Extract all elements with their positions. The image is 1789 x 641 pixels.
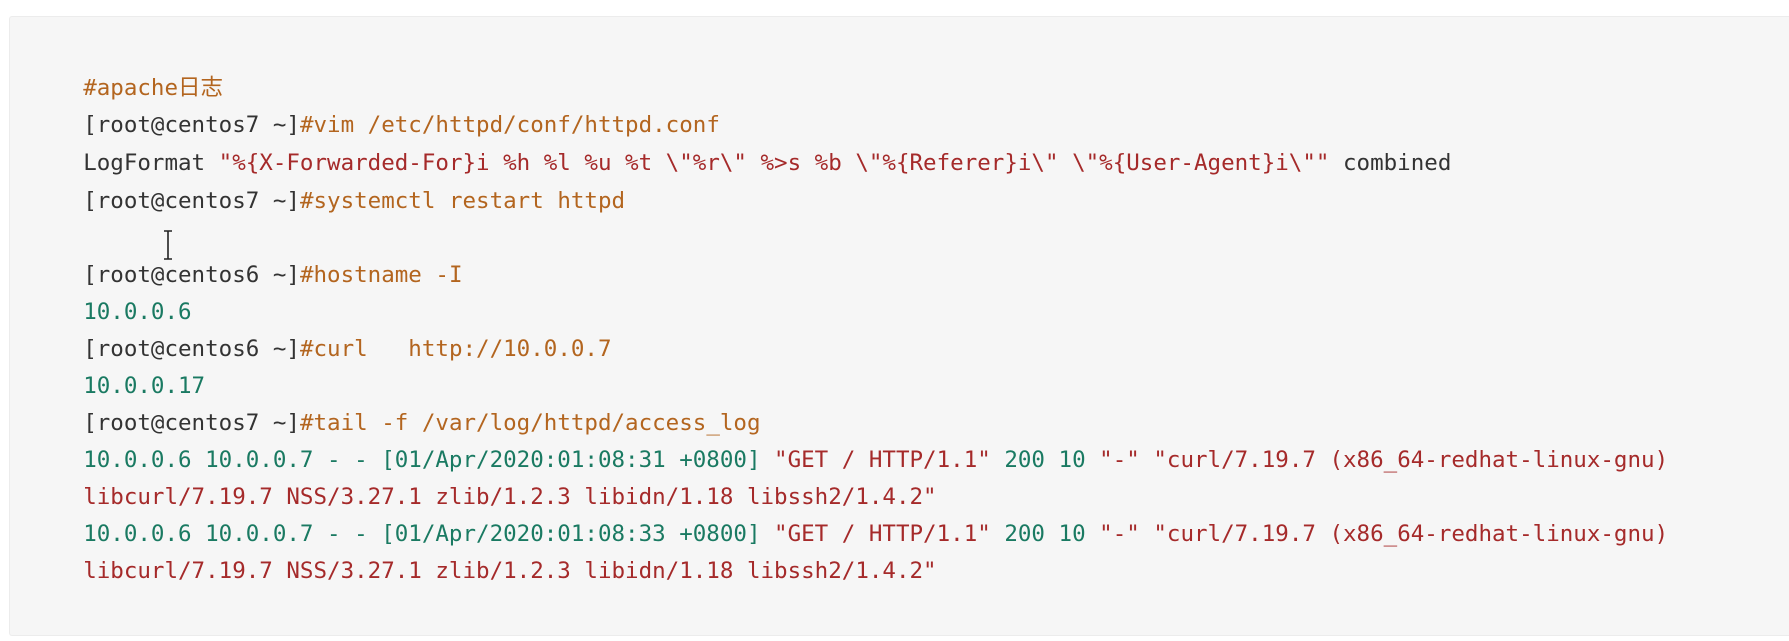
shell-prompt: [root@centos6 ~] [83,336,300,362]
comment-text: #apache日志 [83,75,224,101]
code-line-hostname: [root@centos6 ~]#hostname -I [29,212,462,288]
shell-prompt: [root@centos7 ~] [83,188,300,214]
code-block: #apache日志 [root@centos7 ~]#vim /etc/http… [9,16,1789,636]
log-entry-1-line-2: libcurl/7.19.7 NSS/3.27.1 zlib/1.2.3 lib… [29,434,936,510]
log-client-ips: 10.0.0.6 10.0.0.7 - - [01/Apr/2020:01:08… [83,521,775,547]
shell-command: #curl http://10.0.0.7 [299,336,612,362]
shell-prompt: [root@centos7 ~] [83,112,300,138]
code-line-output-ip: 10.0.0.6 [29,249,191,325]
logformat-string: "%{X-Forwarded-For}i %h %l %u %t \"%r\" … [218,150,1330,176]
log-request: "GET / HTTP/1.1" [774,447,1005,473]
log-client-ips: 10.0.0.6 10.0.0.7 - - [01/Apr/2020:01:08… [83,447,775,473]
shell-command: #hostname -I [299,262,463,288]
code-line-logformat: LogFormat "%{X-Forwarded-For}i %h %l %u … [29,100,1451,176]
shell-prompt: [root@centos6 ~] [83,262,300,288]
logformat-directive: LogFormat [83,150,219,176]
shell-command: #vim /etc/httpd/conf/httpd.conf [299,112,720,138]
command-output: 10.0.0.17 [83,373,206,399]
code-line-curl: [root@centos6 ~]#curl http://10.0.0.7 [29,286,611,362]
log-entry-1-line-1: 10.0.0.6 10.0.0.7 - - [01/Apr/2020:01:08… [29,397,1668,473]
code-line-systemctl: [root@centos7 ~]#systemctl restart httpd [29,138,625,214]
log-user-agent: "curl/7.19.7 (x86_64-redhat-linux-gnu) [1153,521,1669,547]
code-line-comment: #apache日志 [29,25,223,101]
log-user-agent-continued: libcurl/7.19.7 NSS/3.27.1 zlib/1.2.3 lib… [83,558,937,584]
log-entry-2-line-2: libcurl/7.19.7 NSS/3.27.1 zlib/1.2.3 lib… [29,508,936,584]
shell-prompt: [root@centos7 ~] [83,410,300,436]
command-output: 10.0.0.6 [83,299,192,325]
log-status: 200 10 [1004,521,1100,547]
code-line-output-curl: 10.0.0.17 [29,323,205,399]
log-request: "GET / HTTP/1.1" [774,521,1005,547]
code-line-tail: [root@centos7 ~]#tail -f /var/log/httpd/… [29,360,760,436]
log-entry-2-line-1: 10.0.0.6 10.0.0.7 - - [01/Apr/2020:01:08… [29,471,1668,547]
text-cursor-icon [164,230,172,260]
log-user-agent-continued: libcurl/7.19.7 NSS/3.27.1 zlib/1.2.3 lib… [83,484,937,510]
shell-command: #tail -f /var/log/httpd/access_log [299,410,761,436]
log-referer: "-" [1099,447,1154,473]
shell-command: #systemctl restart httpd [299,188,626,214]
code-line-vim: [root@centos7 ~]#vim /etc/httpd/conf/htt… [29,62,720,138]
log-referer: "-" [1099,521,1154,547]
log-user-agent: "curl/7.19.7 (x86_64-redhat-linux-gnu) [1153,447,1669,473]
log-status: 200 10 [1004,447,1100,473]
logformat-nickname: combined [1329,150,1452,176]
